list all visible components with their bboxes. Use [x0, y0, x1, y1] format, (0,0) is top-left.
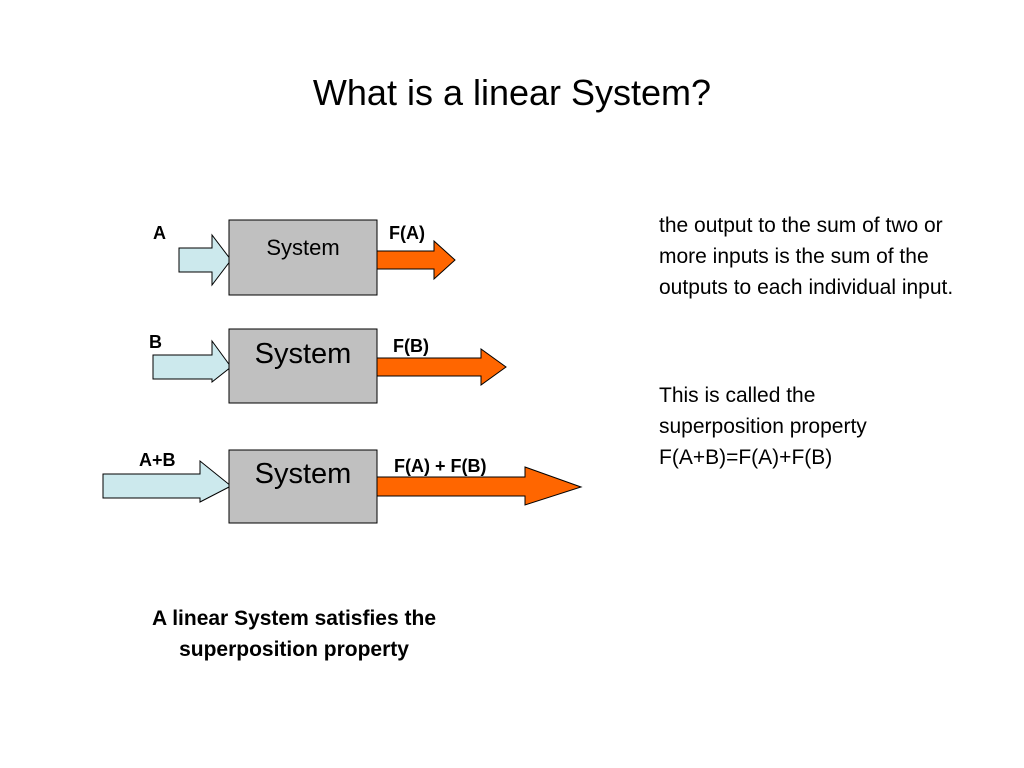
input-label-b: B	[149, 332, 162, 352]
superposition-definition: the output to the sum of two or more inp…	[659, 214, 954, 299]
system-box-3	[228, 449, 378, 524]
page-title: What is a linear System?	[312, 72, 712, 113]
row-1: A System F(A)	[153, 219, 456, 296]
row-3: A+B System F(A) + F(B)	[102, 449, 583, 524]
caption-line: superposition property	[179, 638, 409, 661]
input-arrow-b	[152, 339, 232, 384]
system-box-2	[228, 328, 378, 404]
row-2: B System F(B)	[149, 328, 507, 404]
output-label-fa: F(A)	[389, 223, 425, 243]
input-arrow-a-plus-b	[102, 459, 232, 503]
input-label-a-plus-b: A+B	[139, 450, 176, 470]
note-line: superposition property	[659, 415, 867, 438]
conclusion-caption: A linear System satisfies the superposit…	[94, 603, 494, 665]
system-label-2: System	[255, 338, 352, 370]
system-label-3: System	[255, 458, 352, 490]
output-label-fa-plus-fb: F(A) + F(B)	[394, 456, 486, 476]
output-label-fb: F(B)	[393, 336, 429, 356]
note-line: This is called the	[659, 384, 816, 407]
superposition-note: This is called the superposition propert…	[659, 380, 959, 473]
output-arrow-fa-plus-fb	[376, 466, 583, 506]
note-line: F(A+B)=F(A)+F(B)	[659, 446, 833, 469]
input-label-a: A	[153, 223, 166, 243]
caption-line: A linear System satisfies the	[151, 607, 436, 630]
output-arrow-fa	[376, 239, 456, 281]
input-arrow-a	[178, 233, 232, 287]
system-box-1	[228, 219, 378, 296]
system-label-1: System	[266, 235, 339, 260]
output-arrow-fb	[376, 348, 507, 386]
